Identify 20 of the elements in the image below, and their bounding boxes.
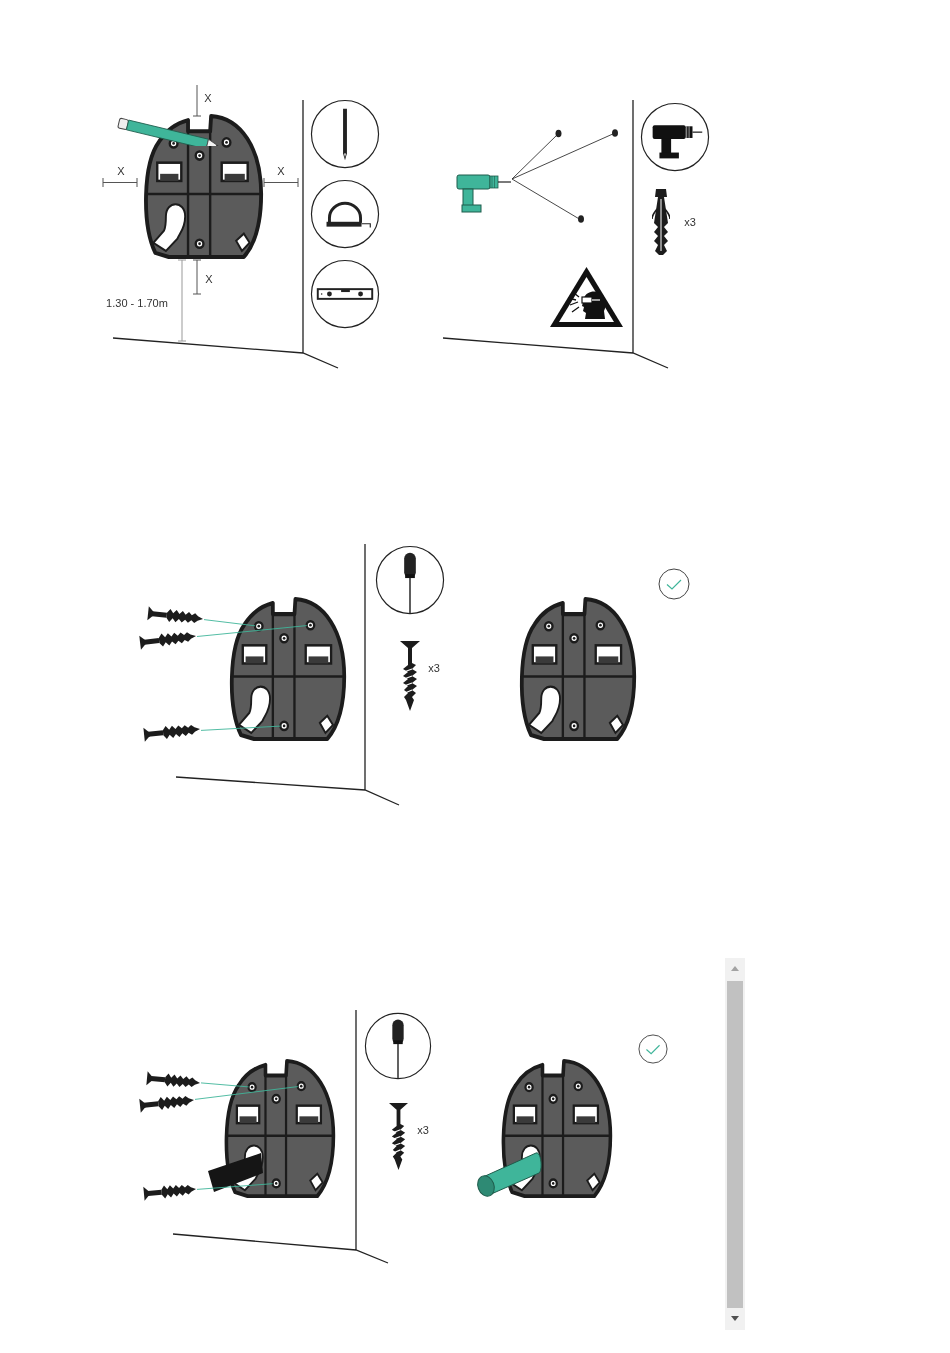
guide-line bbox=[203, 619, 256, 627]
screw-hole bbox=[271, 1178, 281, 1189]
dimension-label: X bbox=[277, 165, 285, 177]
screw-hole bbox=[296, 1081, 306, 1092]
screw-hole bbox=[247, 1082, 257, 1093]
dimension-label: X bbox=[205, 273, 213, 285]
guide-line bbox=[194, 1086, 299, 1100]
mounting-height-label: 1.30 - 1.70m bbox=[106, 297, 168, 309]
guide-line bbox=[200, 725, 281, 731]
screw-hole bbox=[253, 620, 264, 632]
screw-hole bbox=[279, 720, 290, 732]
guide-line bbox=[196, 1183, 274, 1190]
dimension-label: X bbox=[117, 165, 125, 177]
quantity-label: x3 bbox=[684, 216, 696, 228]
quantity-label: x3 bbox=[428, 662, 440, 674]
quantity-label: x3 bbox=[417, 1124, 429, 1136]
screw-hole bbox=[305, 619, 316, 631]
dimension-label: X bbox=[204, 92, 212, 104]
guide-line bbox=[196, 625, 308, 637]
guide-line bbox=[200, 1082, 249, 1088]
